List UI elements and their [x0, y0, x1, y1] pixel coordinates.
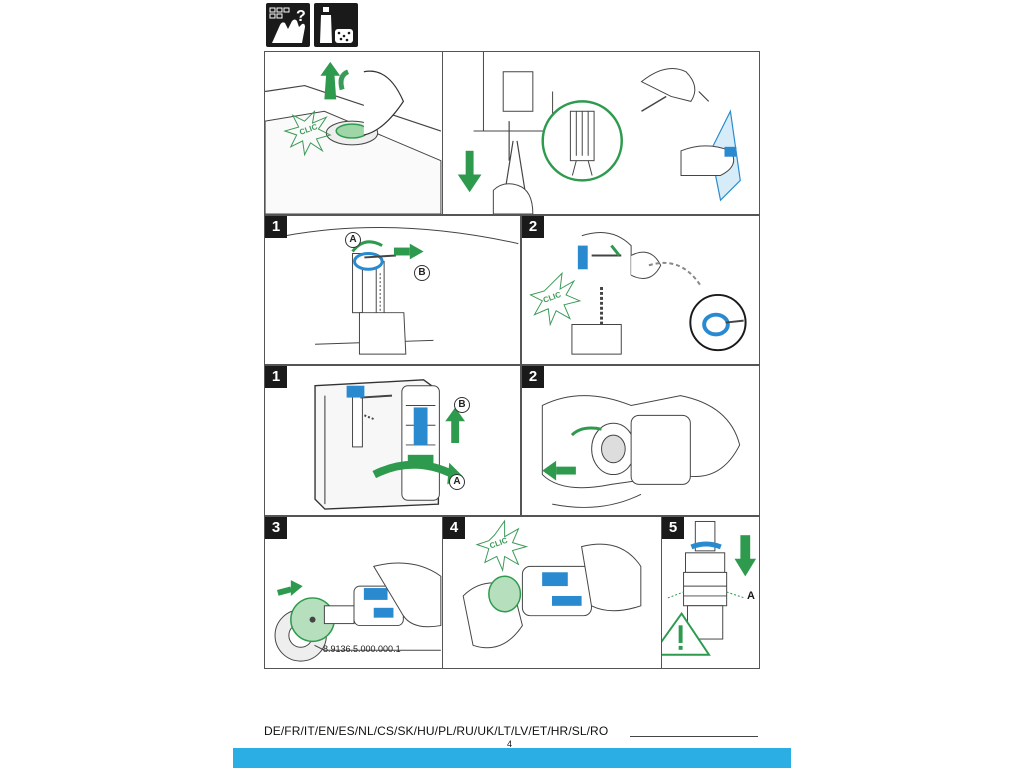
panel-tool-removal — [442, 51, 760, 215]
step-number: 1 — [265, 366, 287, 388]
step-number: 2 — [522, 216, 544, 238]
hand-question-icon: ? — [266, 3, 310, 47]
page-number: 4 — [507, 739, 513, 749]
step-number: 4 — [443, 517, 465, 539]
panel-seal-step-2: 2 — [521, 365, 760, 516]
part-number: 8.9136.5.000.000.1 — [323, 644, 401, 654]
label-b: B — [414, 265, 430, 281]
panel-float-valve-step-1: 1 A B — [264, 215, 521, 365]
label-a-right: A — [747, 590, 755, 602]
footer-divider — [630, 736, 758, 737]
step-number: 1 — [265, 216, 287, 238]
step-number: 2 — [522, 366, 544, 388]
svg-text:CLIC: CLIC — [542, 290, 563, 305]
panel-seal-step-4: CLIC 4 — [442, 516, 662, 669]
footer-color-bar — [233, 748, 791, 768]
label-b: B — [454, 397, 470, 413]
step-number: 5 — [662, 517, 684, 539]
cleaner-bottle-sponge-icon — [314, 3, 358, 47]
panel-float-valve-step-2: CLIC 2 — [521, 215, 760, 365]
panel-seal-step-3: 3 8.9136.5.000.000.1 — [264, 516, 443, 669]
label-a: A — [345, 232, 361, 248]
panel-button-removal: CLIC — [264, 51, 443, 215]
svg-text:?: ? — [296, 8, 306, 25]
language-list: DE/FR/IT/EN/ES/NL/CS/SK/HU/PL/RU/UK/LT/L… — [264, 724, 609, 738]
panel-seal-step-1: 1 B A — [264, 365, 521, 516]
step-number: 3 — [265, 517, 287, 539]
panel-seal-step-5: 5 A A — [661, 516, 760, 669]
label-a: A — [449, 474, 465, 490]
